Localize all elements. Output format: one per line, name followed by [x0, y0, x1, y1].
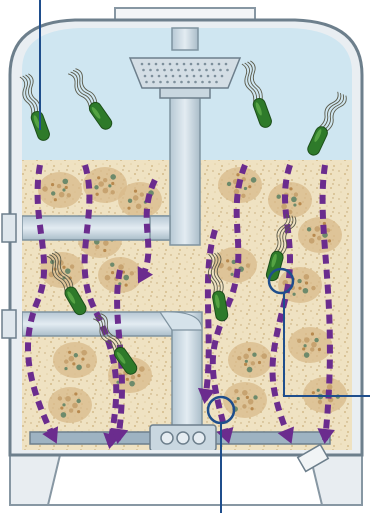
- gravel-clump: [298, 217, 342, 253]
- gravel-clump: [53, 342, 97, 378]
- gravel-clump: [228, 342, 272, 378]
- gravel-clump: [268, 182, 312, 218]
- gravel-clump: [118, 182, 162, 218]
- gravel-clump: [48, 387, 92, 423]
- gravel-clump: [38, 172, 82, 208]
- gravel-clump: [288, 327, 332, 363]
